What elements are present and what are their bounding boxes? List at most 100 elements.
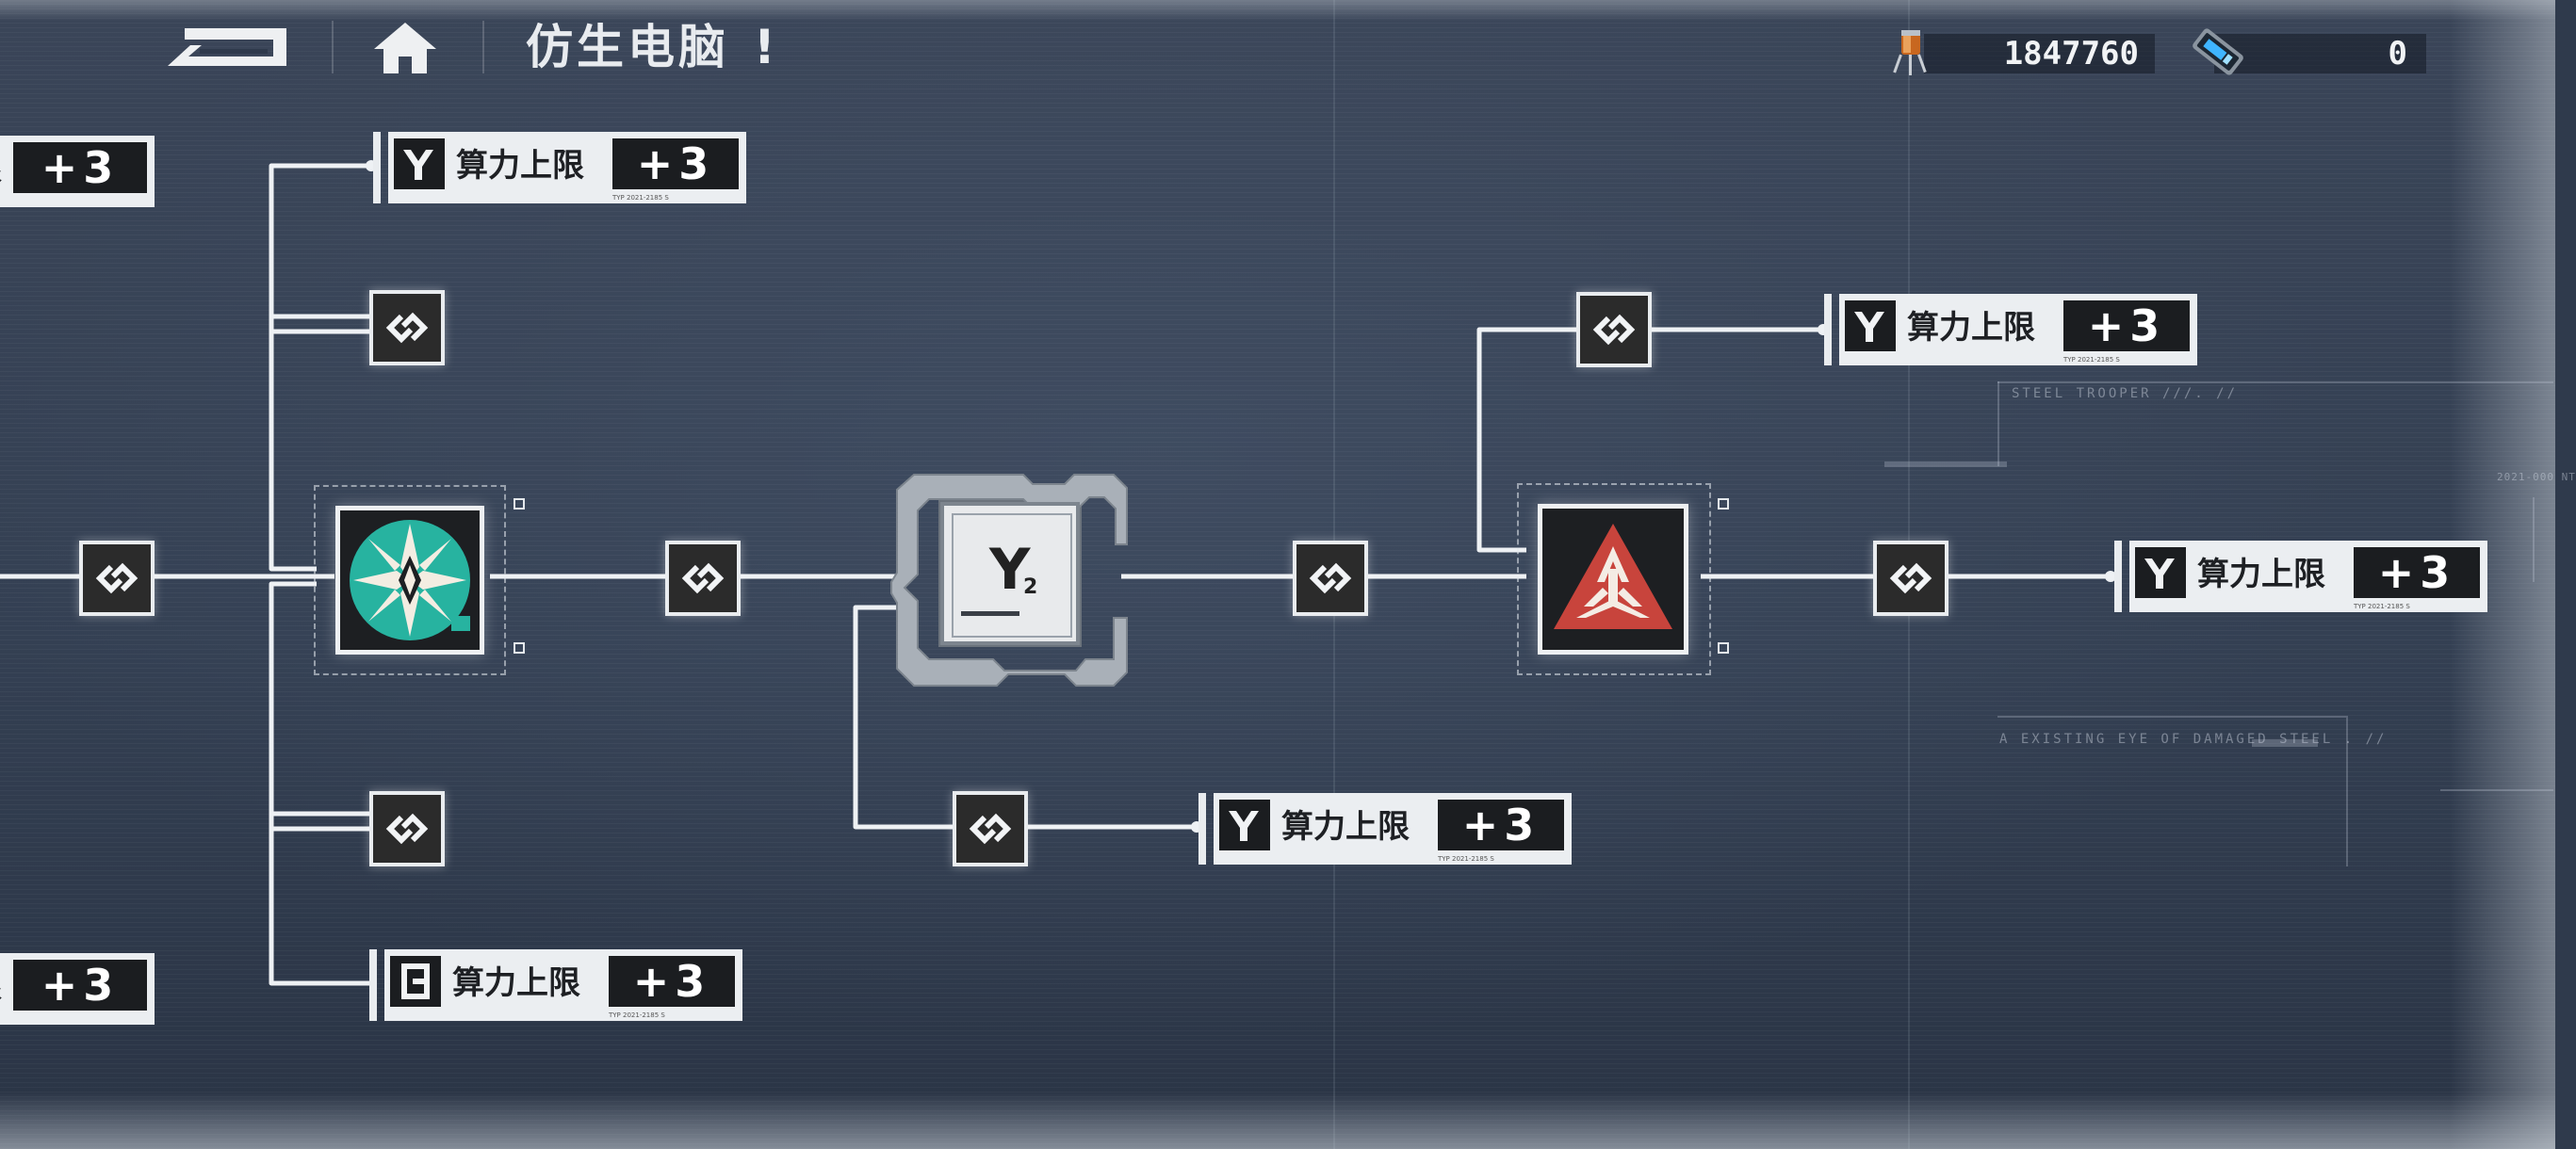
top-edge-glow — [0, 0, 2555, 21]
reward-label: 算力上限 — [452, 964, 580, 1002]
frame-corner — [514, 642, 525, 654]
chip-icon — [2184, 21, 2252, 87]
deco-line — [2440, 789, 2553, 791]
page-title-text: 仿生电脑 — [526, 20, 729, 74]
compute-icon — [1845, 300, 1896, 351]
credits-icon — [1892, 28, 1930, 81]
reward-card-bar — [1824, 294, 1832, 365]
chips-value: 0 — [2388, 35, 2407, 73]
link-icon — [1592, 314, 1636, 346]
star-emblem-icon — [350, 520, 470, 640]
compute-icon — [2135, 547, 2186, 598]
reward-card-bar — [369, 949, 377, 1021]
reward-micro-text: TYP 2021-2185 S — [1438, 855, 1494, 863]
reward-card[interactable]: 算力上限 +3 TYP 2021-2185 S — [373, 132, 746, 203]
node-selection-frame — [314, 485, 506, 675]
reward-card-bar — [1198, 793, 1206, 865]
compute-icon — [1219, 800, 1270, 850]
reward-label: 算力上限 — [2197, 556, 2325, 593]
back-button[interactable] — [162, 21, 292, 73]
link-node[interactable] — [665, 541, 741, 616]
reward-bonus: +3 — [609, 956, 735, 1007]
core-chip-bar — [961, 611, 1019, 616]
core-chip-glyph: Y — [989, 537, 1031, 603]
reward-card[interactable]: 算力上限 +3 TYP 2021-2185 S — [1198, 793, 1572, 865]
reward-card[interactable]: 算力上限 +3 TYP 2021-2185 S — [2114, 541, 2487, 612]
cyan-emblem-node[interactable] — [335, 506, 484, 655]
page-title: 仿生电脑! — [526, 17, 779, 77]
reward-micro-text: TYP 2021-2185 S — [2354, 603, 2410, 610]
triangle-emblem-icon — [1554, 524, 1672, 629]
reward-card-body: 算力上限 +3 TYP 2021-2185 S — [388, 132, 746, 203]
reward-card-body: 算力上限 +3 TYP 2021-2185 S — [384, 949, 742, 1021]
reward-card[interactable]: 算力上限 +3 TYP 2021-2185 S — [1824, 294, 2197, 365]
reward-micro-text: TYP 2021-2185 S — [612, 194, 669, 202]
link-icon — [385, 813, 429, 845]
link-icon — [1309, 562, 1352, 594]
link-node[interactable] — [369, 791, 445, 866]
reward-bonus: +3 — [2354, 547, 2480, 598]
topbar-divider — [332, 21, 334, 73]
reward-bonus: +3 — [2063, 300, 2190, 351]
link-icon — [1889, 562, 1932, 594]
red-emblem-node[interactable] — [1538, 504, 1688, 655]
reward-card-bar — [373, 132, 381, 203]
core-chip-inner-frame — [952, 513, 1072, 638]
deco-line — [1997, 381, 2553, 383]
back-arrow-icon — [168, 28, 286, 66]
link-icon — [681, 562, 725, 594]
title-mark: ! — [754, 20, 779, 74]
link-node[interactable] — [1873, 541, 1948, 616]
deco-line — [1997, 716, 2346, 718]
core-chip-face: Y 2 — [940, 502, 1080, 645]
link-icon — [969, 813, 1012, 845]
deco-steel-trooper: STEEL TROOPER ///. // — [2012, 386, 2239, 401]
reward-card[interactable]: 算力上限 +3 TYP 2021-2185 S — [369, 949, 742, 1021]
core-chip-subscript: 2 — [1023, 575, 1038, 599]
link-node[interactable] — [1293, 541, 1368, 616]
deco-existing-eye: A EXISTING EYE OF DAMAGED STEEL . // — [1999, 732, 2388, 747]
frame-corner — [1718, 642, 1729, 654]
reward-card[interactable]: 算力上限 +3 — [0, 953, 155, 1025]
link-node[interactable] — [953, 791, 1028, 866]
reward-card-body: 算力上限 +3 TYP 2021-2185 S — [1839, 294, 2197, 365]
link-icon — [385, 312, 429, 344]
reward-label: 算力上限 — [1907, 309, 2035, 347]
reward-micro-text: TYP 2021-2185 S — [2063, 356, 2120, 364]
frame-corner — [1718, 498, 1729, 510]
credits-value: 1847760 — [2003, 35, 2139, 73]
reward-bonus: +3 — [1438, 800, 1564, 850]
deco-line — [1997, 381, 1999, 466]
reward-bonus: +3 — [612, 138, 739, 189]
reward-card-body: 算力上限 +3 TYP 2021-2185 S — [2129, 541, 2487, 612]
reward-label: 算力上限 — [456, 147, 584, 185]
link-node[interactable] — [79, 541, 155, 616]
reward-micro-text: TYP 2021-2185 S — [609, 1011, 665, 1019]
frame-corner — [514, 498, 525, 510]
reward-label: 算力上限 — [0, 961, 2, 1013]
reward-card-body: 算力上限 +3 TYP 2021-2185 S — [1214, 793, 1572, 865]
deco-line — [1884, 461, 2007, 467]
core-chip-housing — [890, 474, 1128, 687]
link-icon — [95, 562, 139, 594]
deco-side-code: 2021-000 NT — [2497, 471, 2576, 483]
reward-card[interactable]: 算力上限 +3 — [0, 136, 155, 207]
deco-line — [2533, 497, 2535, 582]
chips-counter — [2214, 34, 2426, 73]
reward-bonus: +3 — [13, 142, 147, 193]
node-selection-frame — [1517, 483, 1711, 675]
compute-icon — [394, 138, 445, 189]
home-icon — [374, 23, 436, 73]
bottom-edge-glow — [0, 1092, 2555, 1149]
link-node[interactable] — [1576, 292, 1652, 367]
reward-card-bar — [2114, 541, 2122, 612]
topbar-divider — [482, 21, 484, 73]
credits-counter — [1924, 34, 2155, 73]
deco-line — [2346, 716, 2348, 866]
link-node[interactable] — [369, 290, 445, 365]
deco-line — [2252, 739, 2318, 747]
reward-label: 算力上限 — [0, 143, 2, 196]
reward-bonus: +3 — [13, 960, 147, 1011]
home-button[interactable] — [372, 19, 438, 77]
